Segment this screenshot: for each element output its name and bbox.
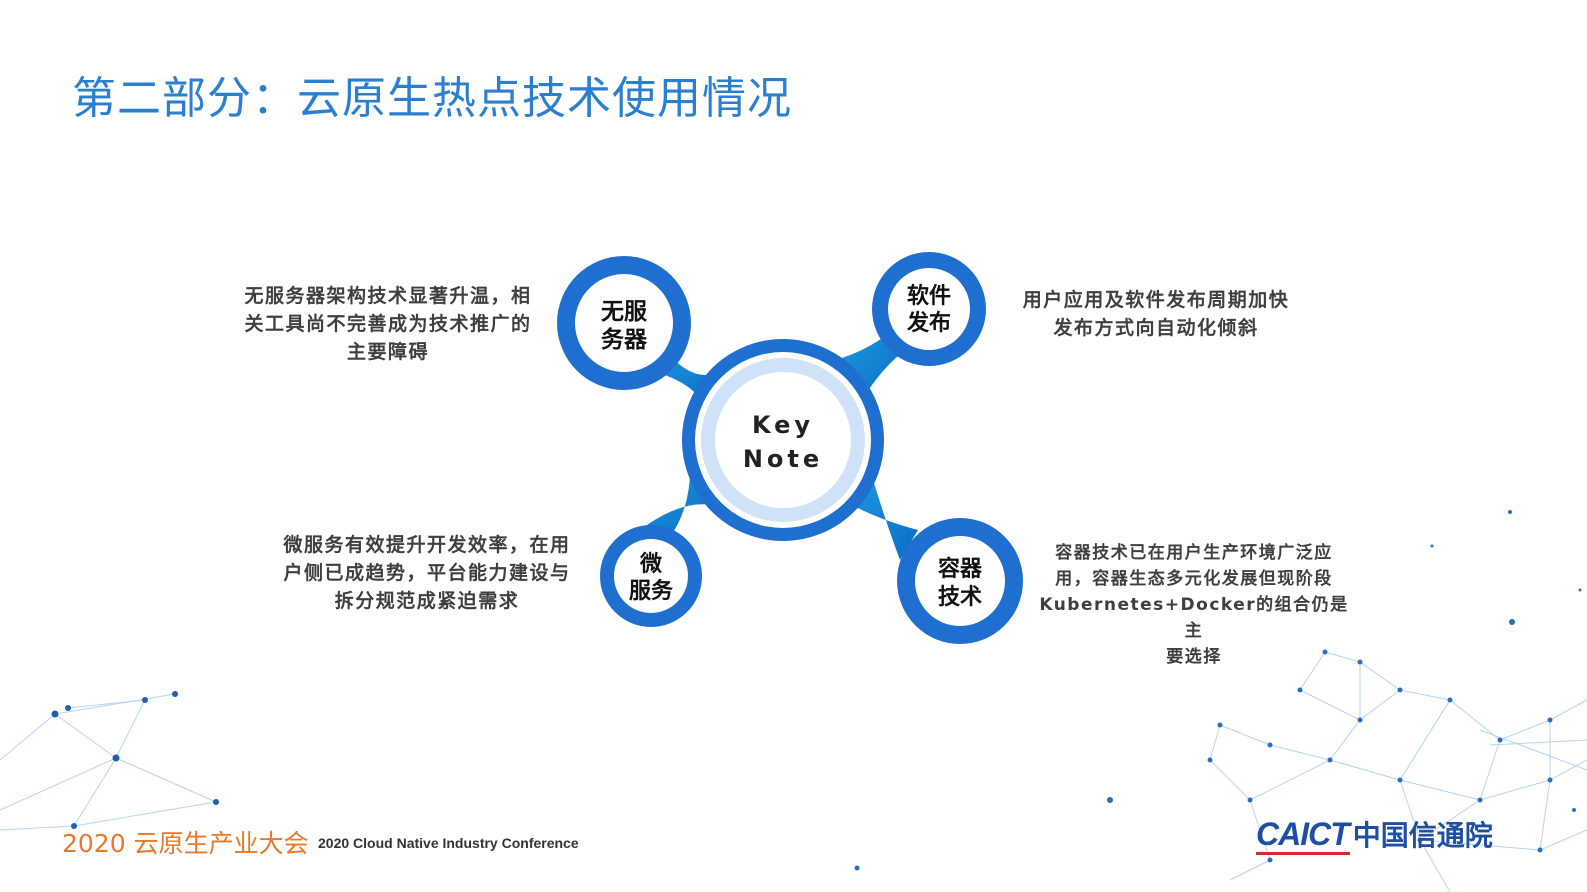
center-label-line2: Note	[743, 445, 823, 473]
node-microservices-line1: 微	[639, 551, 662, 577]
node-serverless: 无服 务器	[557, 256, 691, 390]
network-nodes-left	[51, 691, 219, 829]
network-nodes-right	[854, 510, 1582, 871]
node-microservices-line2: 服务	[629, 579, 674, 604]
description-line: 拆分规范成紧迫需求	[334, 590, 520, 612]
node-microservices: 微 服务	[600, 525, 702, 627]
node-serverless-line1: 无服	[601, 299, 648, 325]
description-software-release: 用户应用及软件发布周期加快 发布方式向自动化倾斜	[1006, 286, 1306, 342]
description-line: 主要障碍	[346, 341, 429, 363]
logo-underline	[1256, 852, 1350, 855]
description-line: 要选择	[1166, 647, 1222, 667]
description-line: 容器技术已在用户生产环境广泛应	[1055, 543, 1333, 563]
node-container: 容器 技术	[897, 518, 1023, 644]
description-line: 微服务有效提升开发效率，在用	[283, 534, 571, 556]
description-microservices: 微服务有效提升开发效率，在用 户侧已成趋势，平台能力建设与 拆分规范成紧迫需求	[262, 531, 592, 615]
node-software-release-line2: 发布	[906, 310, 951, 336]
footer-event-name-en: 2020 Cloud Native Industry Conference	[318, 835, 579, 851]
logo-text-en: CAICT	[1256, 816, 1350, 852]
page-title: 第二部分：云原生热点技术使用情况	[72, 73, 792, 124]
description-serverless: 无服务器架构技术显著升温，相 关工具尚不完善成为技术推广的 主要障碍	[222, 282, 554, 366]
description-line: 无服务器架构技术显著升温，相	[244, 285, 532, 307]
description-line: 用，容器生态多元化发展但现阶段	[1055, 569, 1333, 589]
description-line: 户侧已成趋势，平台能力建设与	[283, 562, 571, 584]
description-line: 发布方式向自动化倾斜	[1053, 317, 1259, 339]
center-node: Key Note	[682, 339, 884, 541]
center-label-line1: Key	[752, 411, 814, 439]
network-decoration-left	[0, 693, 217, 831]
description-line: 关工具尚不完善成为技术推广的	[244, 313, 532, 335]
footer-event-name-cn: 2020 云原生产业大会	[62, 829, 309, 858]
node-software-release: 软件 发布	[872, 252, 986, 366]
network-decoration-right	[1209, 651, 1587, 892]
node-software-release-line1: 软件	[907, 283, 951, 309]
node-serverless-line2: 务器	[601, 327, 648, 353]
node-container-line2: 技术	[938, 585, 982, 610]
node-container-line1: 容器	[938, 556, 983, 582]
description-line: Kubernetes+Docker的组合仍是主	[1039, 595, 1349, 641]
description-line: 用户应用及软件发布周期加快	[1022, 289, 1290, 311]
logo-text-cn: 中国信通院	[1352, 819, 1493, 852]
description-container: 容器技术已在用户生产环境广泛应 用，容器生态多元化发展但现阶段 Kubernet…	[1036, 540, 1352, 670]
